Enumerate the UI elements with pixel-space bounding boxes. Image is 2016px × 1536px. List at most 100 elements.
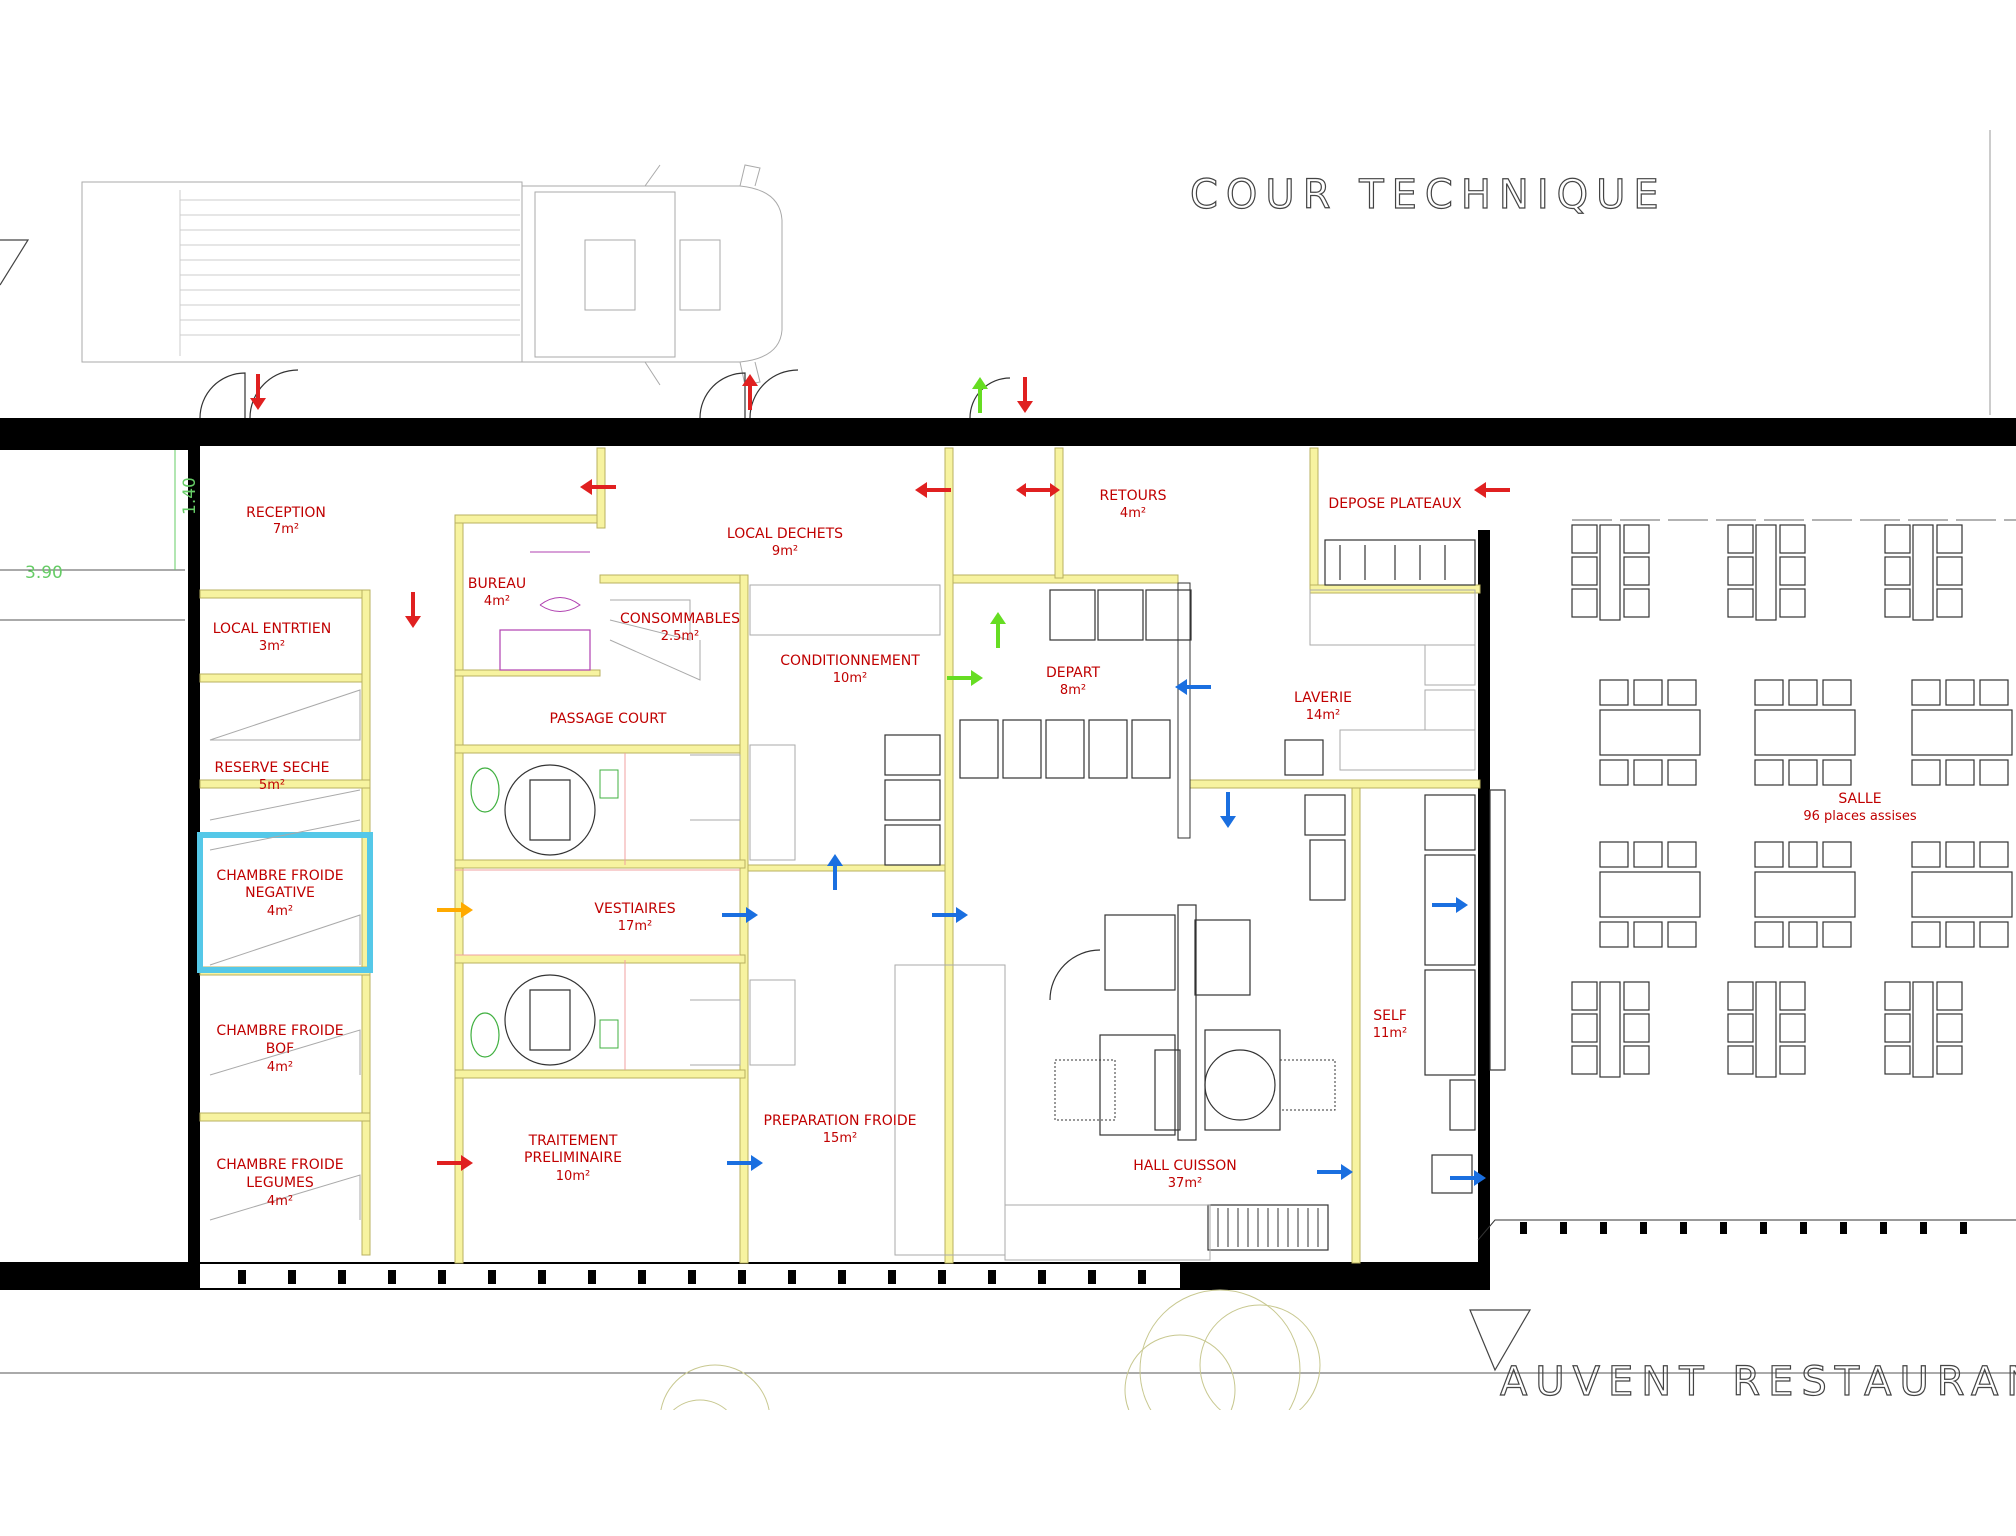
salle-table-seat [1727,1013,1754,1043]
salle-table-seat [1727,556,1754,586]
salle-table-seat [1788,921,1818,948]
salle-table-seat [1667,921,1697,948]
salle-table-seat [1633,921,1663,948]
salle-table-seat [1884,1013,1911,1043]
arrow-red-down [1017,377,1033,413]
chambre-negative-name2: NEGATIVE [245,885,315,901]
arrow-blue-left [1175,679,1211,695]
salle-table-seat [1979,679,2009,706]
salle-table-seat [1727,981,1754,1011]
conditionnement-area: 10m² [833,671,867,686]
conditionnement-name: CONDITIONNEMENT [780,653,920,669]
retours-area: 4m² [1120,506,1146,521]
depart-name: DEPART [1046,665,1100,681]
dim-390: 3.90 [25,563,63,583]
arrow-red-down [405,592,421,628]
arrow-blue-right [722,907,758,923]
salle-table-seat [1571,524,1598,554]
vestiaires-fixtures [455,753,741,1070]
auvent-restaurant-label: AUVENT RESTAURANT [1500,1359,2016,1405]
salle-table-seat [1754,679,1784,706]
salle-table-seat [1788,841,1818,868]
salle-table-seat [1822,841,1852,868]
hall-cuisson-area: 37m² [1168,1176,1202,1191]
exterior-doors [199,369,1011,419]
salle-table-seat [1667,679,1697,706]
salle-table-seat [1599,921,1629,948]
salle-table-seat [1571,588,1598,618]
traitement-name1: TRAITEMENT [528,1133,618,1149]
salle-table-seat [1599,871,1701,918]
arrow-green-up [990,612,1006,648]
arrow-blue-right [1450,1170,1486,1186]
depart-area: 8m² [1060,683,1086,698]
reserve-seche-area: 5m² [259,778,285,793]
cour-technique-label: COUR TECHNIQUE [1190,172,1667,218]
self-counters [1424,789,1506,1194]
salle-table-seat [1667,759,1697,786]
local-dechets-name: LOCAL DECHETS [727,526,843,542]
level-marker-left [0,239,30,286]
salle-table-seat [1754,759,1784,786]
salle-table-seat [1571,1045,1598,1075]
prep-bench-left [749,744,796,861]
salle-table-seat [1945,759,1975,786]
salle-table-seat [1727,1045,1754,1075]
local-entretien-name: LOCAL ENTRTIEN [213,621,332,637]
depart-trolleys [884,589,1192,866]
salle-table-seat [1945,921,1975,948]
salle-table-seat [1936,1045,1963,1075]
laverie-name: LAVERIE [1294,690,1352,706]
salle-table-seat [1599,709,1701,756]
salle-table-seat [1979,841,2009,868]
laverie-equipment [1309,589,1476,771]
salle-table-seat [1936,556,1963,586]
salle-table-seat [1779,1013,1806,1043]
salle-table-seat [1911,709,2013,756]
salle-table-seat [1936,524,1963,554]
arrow-red-left [1016,483,1060,497]
salle-table-seat [1633,679,1663,706]
arrow-red-up [742,374,758,410]
salle-table-seat [1633,759,1663,786]
bureau-furniture [499,551,591,671]
hall-cuisson-name: HALL CUISSON [1133,1158,1237,1174]
salle-table-seat [1779,1045,1806,1075]
bottom-wall-openings [200,1264,1180,1288]
salle-table-seat [1884,556,1911,586]
salle-table-seat [1979,759,2009,786]
salle-table-seat [1599,679,1629,706]
reception-area: 7m² [273,522,299,537]
reserve-seche-name: RESERVE SECHE [214,760,329,776]
salle-table-seat [1911,841,1941,868]
vestiaires-name: VESTIAIRES [594,901,675,917]
salle-table-seat [1623,1045,1650,1075]
salle-area: 96 places assises [1803,809,1916,824]
salle-table-seat [1884,981,1911,1011]
laverie-machine [1284,739,1324,776]
depose-plateaux-racks [1324,539,1476,586]
salle-table-seat [1945,679,1975,706]
self-name: SELF [1373,1008,1407,1024]
arrow-red-left [1474,482,1510,498]
salle-table-seat [1911,871,2013,918]
salle-table-seat [1822,921,1852,948]
arrow-blue-up [827,854,843,890]
arrow-blue-down [1220,792,1236,828]
salle-table-seat [1623,524,1650,554]
local-dechets-area: 9m² [772,544,798,559]
salle-table-seat [1599,981,1621,1078]
salle-table-seat [1788,759,1818,786]
salle-table-seat [1754,841,1784,868]
arrow-orange-right [437,902,473,918]
salle-table-seat [1936,588,1963,618]
chambre-bof-name1: CHAMBRE FROIDE [216,1023,343,1039]
chambre-legumes-name2: LEGUMES [246,1175,314,1191]
salle-boundary [1477,519,2016,1241]
self-area: 11m² [1373,1026,1407,1041]
arrow-blue-right [727,1155,763,1171]
salle-table-seat [1912,524,1934,621]
salle-table-seat [1884,524,1911,554]
salle-table-seat [1911,679,1941,706]
salle-table-seat [1911,759,1941,786]
